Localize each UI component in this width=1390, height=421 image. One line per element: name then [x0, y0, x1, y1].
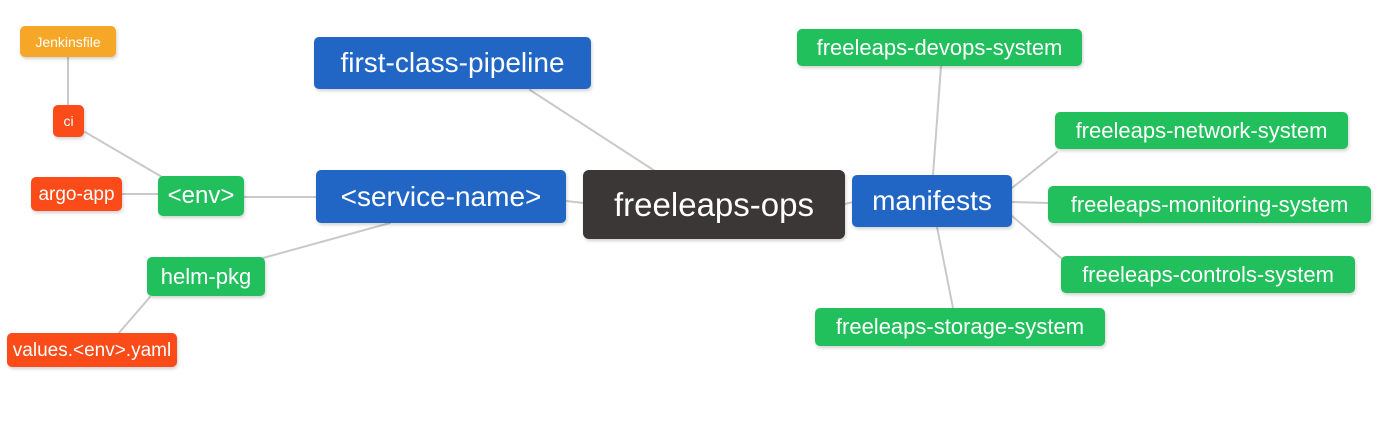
edge-manifests-devops-system: [932, 65, 942, 176]
edge-manifests-monitoring-system: [1011, 201, 1049, 204]
node-argo-app[interactable]: argo-app: [31, 177, 122, 211]
edge-service-name-freeleaps-ops: [565, 200, 585, 204]
node-freeleaps-storage-system[interactable]: freeleaps-storage-system: [815, 308, 1105, 346]
edge-manifests-network-system: [1011, 151, 1058, 189]
node-jenkinsfile[interactable]: Jenkinsfile: [20, 26, 116, 57]
node-first-class-pipeline[interactable]: first-class-pipeline: [314, 37, 591, 89]
edge-values-helm-pkg: [117, 296, 151, 335]
node-helm-pkg[interactable]: helm-pkg: [147, 257, 265, 296]
edge-freeleaps-ops-manifests: [844, 201, 854, 205]
node-freeleaps-controls-system[interactable]: freeleaps-controls-system: [1061, 256, 1355, 293]
edge-manifests-controls-system: [1011, 215, 1062, 259]
node-env[interactable]: <env>: [158, 176, 244, 216]
node-values-env-yaml[interactable]: values.<env>.yaml: [7, 333, 177, 367]
edge-manifests-storage-system: [936, 226, 954, 309]
node-ci[interactable]: ci: [53, 105, 84, 137]
node-freeleaps-monitoring-system[interactable]: freeleaps-monitoring-system: [1048, 186, 1371, 223]
node-freeleaps-devops-system[interactable]: freeleaps-devops-system: [797, 29, 1082, 66]
edge-ci-env: [84, 131, 163, 178]
edge-helm-pkg-service-name: [262, 222, 391, 259]
edge-pipeline-freeleaps-ops: [529, 89, 656, 172]
node-service-name[interactable]: <service-name>: [316, 170, 566, 223]
node-manifests[interactable]: manifests: [852, 175, 1012, 227]
node-freeleaps-network-system[interactable]: freeleaps-network-system: [1055, 112, 1348, 149]
node-freeleaps-ops-root[interactable]: freeleaps-ops: [583, 170, 845, 239]
